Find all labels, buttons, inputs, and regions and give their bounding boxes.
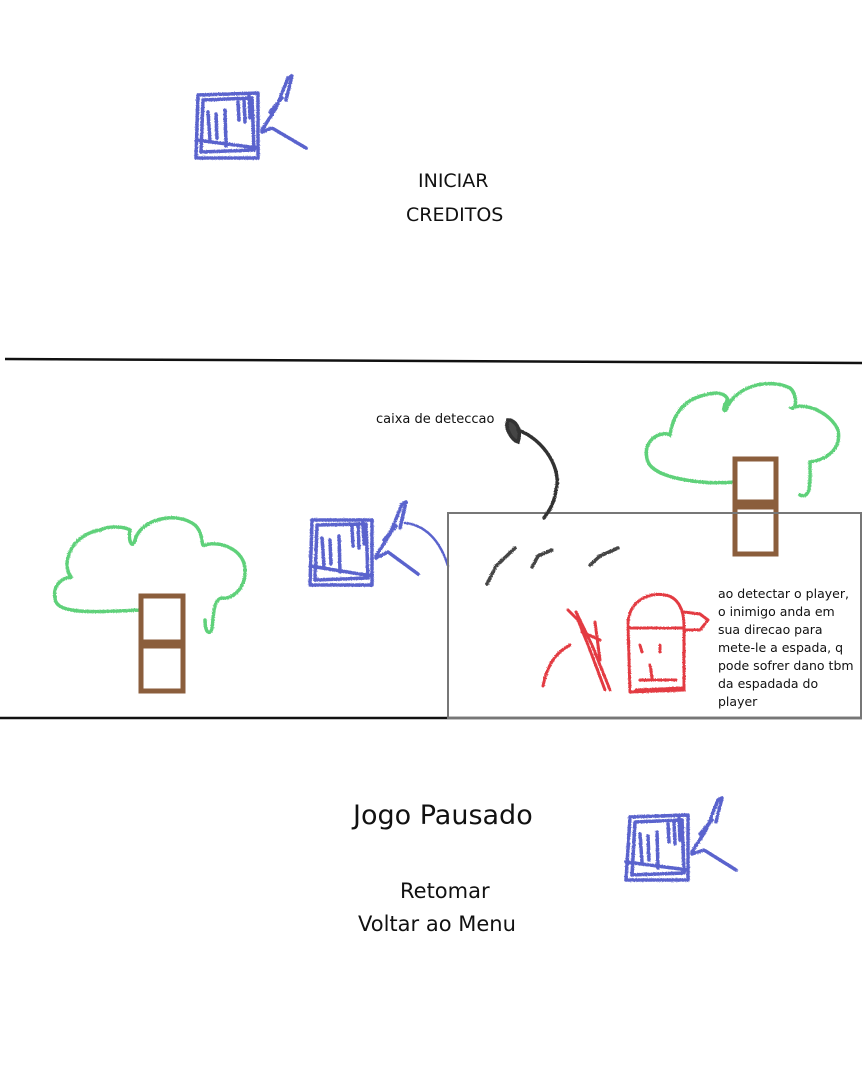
enemy-behavior-note: ao detectar o player, o inimigo anda em …	[718, 586, 854, 709]
detection-box	[447, 512, 862, 719]
credits-button[interactable]: CREDITOS	[406, 204, 504, 226]
player-sprite-pause	[624, 796, 738, 882]
start-button[interactable]: INICIAR	[418, 170, 489, 192]
pause-title: Jogo Pausado	[353, 800, 533, 831]
detection-arrow	[505, 418, 559, 520]
tree-right	[644, 381, 841, 557]
motion-dashes	[485, 546, 620, 586]
cloud-canopy-right	[644, 381, 841, 498]
tree-trunk-right-top	[732, 456, 779, 505]
tree-trunk-left-bottom	[138, 643, 186, 694]
detection-box-label: caixa de deteccao	[376, 412, 495, 427]
player-sprite-menu	[194, 74, 308, 160]
resume-button[interactable]: Retomar	[400, 879, 490, 903]
back-to-menu-button[interactable]: Voltar ao Menu	[358, 912, 516, 936]
tree-trunk-right-bottom	[732, 504, 779, 557]
tree-left	[52, 516, 247, 694]
enemy-sprite	[541, 592, 710, 694]
player-sprite-gameplay	[308, 500, 450, 587]
cloud-canopy-left	[52, 516, 247, 635]
tree-trunk-left-top	[138, 593, 186, 645]
section-divider-top	[4, 357, 862, 365]
